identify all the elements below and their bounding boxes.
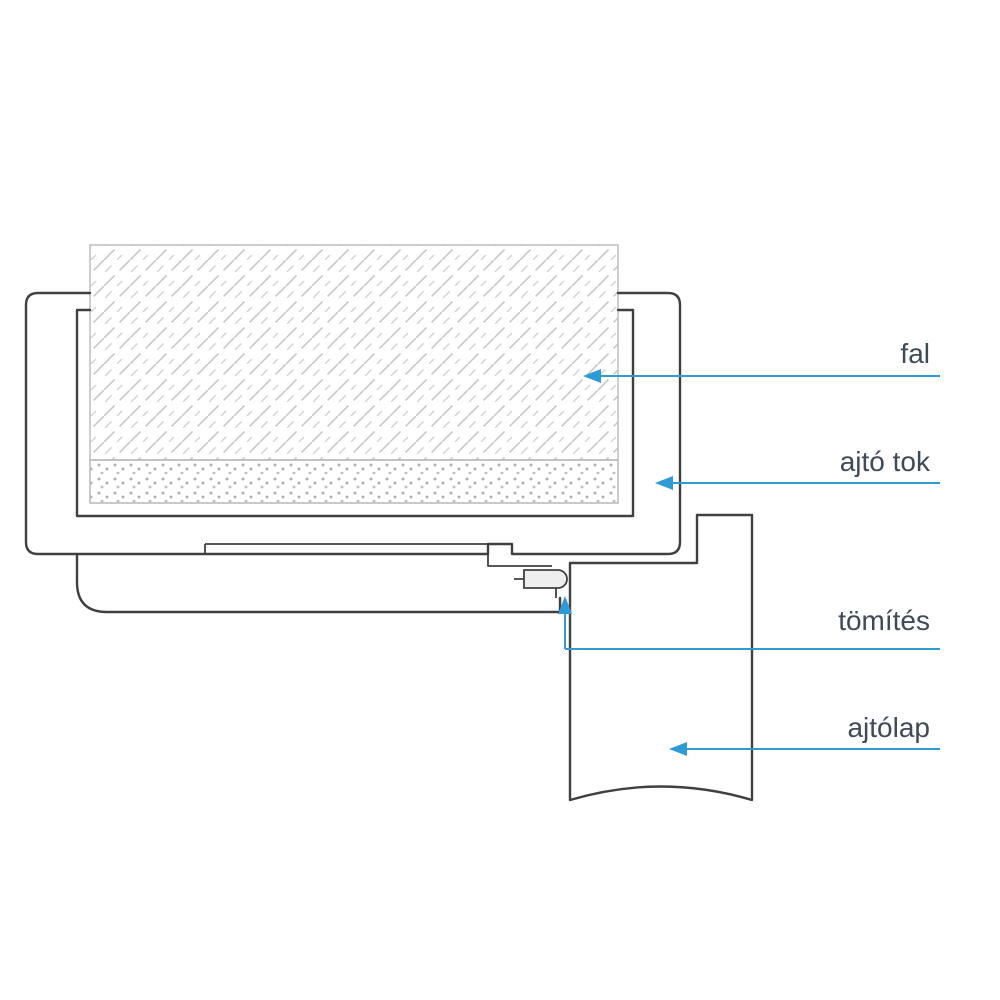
fal-arrowhead-icon [583,369,601,383]
label-ajto-tok: ajtó tok [840,446,931,477]
frame-inner-channel [75,308,635,518]
annotation-ajto-tok: ajtó tok [655,446,940,490]
ajto-tok-arrowhead-icon [655,476,673,490]
label-tomites: tömítés [838,605,930,636]
seal-tail [514,578,557,598]
frame-flange-step [204,543,488,554]
label-fal: fal [900,338,930,369]
frame-architrave [75,552,562,614]
ajtolap-arrowhead-icon [669,742,687,756]
frame-outer-contour [24,291,682,556]
frame-doorstop [487,554,552,567]
annotation-fal: fal [583,338,940,383]
insulation-dotted-band [89,459,619,504]
wall-hatch-region [89,244,619,461]
door-leaf [568,513,754,802]
annotation-ajtolap: ajtólap [669,712,940,756]
wall-section [89,244,619,504]
seal-detail [523,569,568,589]
label-ajtolap: ajtólap [847,712,930,743]
door-frame-profile [24,291,682,614]
tomites-arrowhead-icon [558,596,572,614]
annotation-tomites: tömítés [558,596,940,650]
